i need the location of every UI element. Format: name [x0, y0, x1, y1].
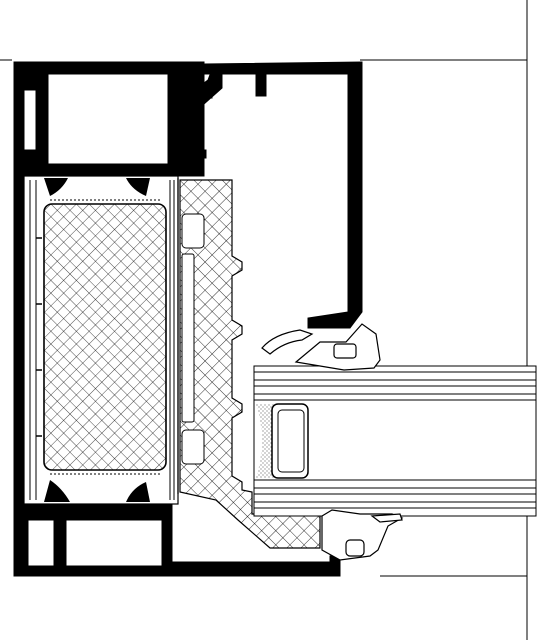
gasket-bottom-insert: [345, 539, 365, 557]
spacer-inner: [277, 409, 305, 473]
insulation-core: [43, 203, 167, 471]
outer-frame-profile: [13, 61, 363, 577]
gasket-bottom-body: [321, 509, 404, 561]
frame-bottom-chamber: [13, 503, 173, 577]
top-glazing-gasket: [261, 323, 381, 371]
gasket-top-left: [44, 178, 68, 196]
frame-hook-left: [185, 63, 223, 141]
frame-hook-inner: [195, 91, 213, 99]
gasket-top-lip: [261, 329, 314, 355]
frame-top-chamber: [13, 61, 205, 177]
frame-bottom-foot: [171, 555, 341, 577]
left-ticks: [36, 237, 42, 437]
gasket-bottom-lip: [370, 513, 403, 523]
sash-insulator: [177, 178, 321, 549]
left-pane-assembly: [23, 175, 179, 505]
gasket-bottom-left: [44, 480, 70, 502]
gasket-top-right: [126, 178, 150, 196]
bottom-glazing-gasket: [321, 509, 404, 561]
frame-top-right-leg: [203, 61, 363, 329]
right-glass-unit: [253, 365, 537, 517]
sealant-dots: [256, 404, 276, 478]
frame-left-bar: [13, 175, 25, 515]
sash-insulator-body: [179, 179, 321, 549]
gasket-top-insert: [333, 343, 357, 359]
gasket-bottom-right: [126, 482, 150, 502]
reference-lines: [0, 0, 528, 640]
sash-slots: [181, 213, 205, 465]
